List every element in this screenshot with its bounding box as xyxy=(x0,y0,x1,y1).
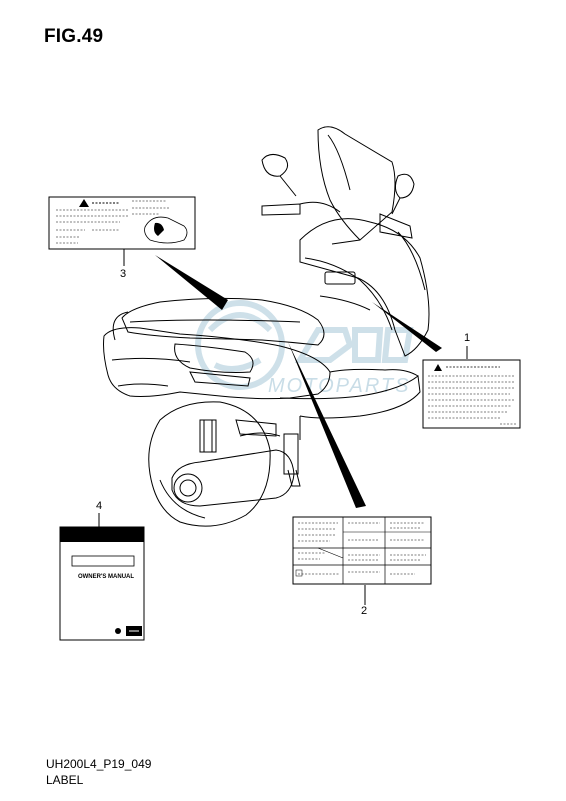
diagram-code: UH200L4_P19_049 xyxy=(46,757,152,771)
leader-label-3 xyxy=(155,255,228,310)
warning-triangle-icon xyxy=(79,199,89,207)
label-3-warning-card xyxy=(48,196,196,250)
label-2-tire-info-card xyxy=(292,516,432,585)
helmet-icon xyxy=(144,216,188,244)
warning-triangle-icon xyxy=(434,364,442,371)
owners-manual-booklet xyxy=(59,526,145,641)
callout-number-3: 3 xyxy=(120,268,127,280)
leader-label-1 xyxy=(372,302,442,352)
diagram-name: LABEL xyxy=(46,773,84,787)
callout-number-4: 4 xyxy=(96,500,103,512)
label-1-caution-card xyxy=(422,359,521,429)
callout-number-1: 1 xyxy=(464,332,471,344)
callout-number-2: 2 xyxy=(361,605,368,617)
figure-title: FIG.49 xyxy=(44,26,104,47)
scooter-illustration xyxy=(103,126,430,527)
watermark-logo xyxy=(195,300,414,390)
leader-label-2 xyxy=(288,342,366,508)
watermark-text: MOTOPARTS xyxy=(268,375,410,397)
owners-manual-title: OWNER'S MANUAL xyxy=(77,574,135,580)
